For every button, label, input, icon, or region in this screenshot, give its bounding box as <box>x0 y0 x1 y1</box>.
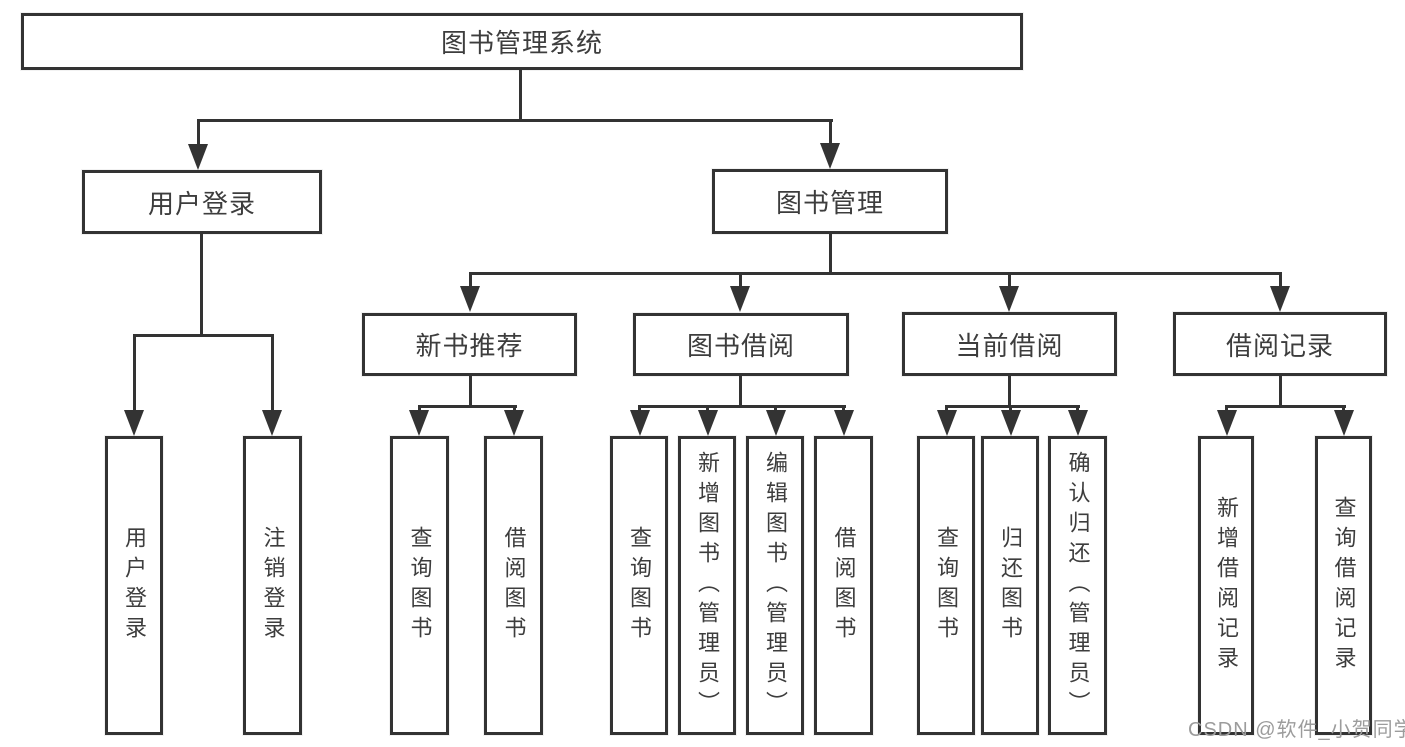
leaf-edit-books-admin: 编辑图书（管理员） <box>746 436 804 735</box>
arrowhead-down-icon <box>124 410 144 436</box>
arrowhead-down-icon <box>262 410 282 436</box>
connector-drop <box>706 405 709 413</box>
connector-drop <box>945 405 948 413</box>
node-book-borrowing: 图书借阅 <box>633 313 849 376</box>
connector-drop <box>1076 405 1079 413</box>
leaf-user-login: 用户登录 <box>105 436 163 735</box>
leaf-add-books-admin: 新增图书（管理员） <box>678 436 736 735</box>
connector-new-book-recommend-horizontal <box>418 405 517 408</box>
arrowhead-down-icon <box>1270 286 1290 312</box>
connector-user-login-horizontal <box>133 334 274 337</box>
arrowhead-down-icon <box>1068 410 1088 436</box>
node-borrow-records: 借阅记录 <box>1173 312 1387 376</box>
connector-to-borrow-records <box>1279 272 1282 288</box>
connector-root-horizontal <box>197 119 833 122</box>
watermark: CSDN @软件_小贺同学 <box>1188 719 1405 741</box>
connector-borrow-records-horizontal <box>1225 405 1346 408</box>
arrowhead-down-icon <box>766 410 786 436</box>
arrowhead-down-icon <box>504 410 524 436</box>
connector-to-current-borrowing <box>1008 272 1011 288</box>
connector-book-management-horizontal <box>469 272 1282 275</box>
connector-user-login-stem <box>200 233 203 337</box>
leaf-return-books: 归还图书 <box>981 436 1039 735</box>
arrowhead-down-icon <box>1217 410 1237 436</box>
connector-book-borrowing-horizontal <box>638 405 846 408</box>
connector-borrow-records-stem <box>1279 376 1282 408</box>
connector-drop <box>1342 405 1345 413</box>
connector-new-book-recommend-stem <box>469 376 472 408</box>
connector-book-management-stem <box>829 234 832 275</box>
arrowhead-down-icon <box>834 410 854 436</box>
connector-drop <box>638 405 641 413</box>
connector-user-login-drop-2 <box>271 334 274 412</box>
connector-drop <box>1225 405 1228 413</box>
arrowhead-down-icon <box>1334 410 1354 436</box>
leaf-borrow-query-books: 查询图书 <box>610 436 668 735</box>
arrowhead-down-icon <box>937 410 957 436</box>
connector-drop <box>513 405 516 413</box>
arrowhead-down-icon <box>188 144 208 170</box>
arrowhead-down-icon <box>630 410 650 436</box>
connector-current-borrowing-stem <box>1008 376 1011 408</box>
node-current-borrowing: 当前借阅 <box>902 312 1117 376</box>
leaf-borrow-books: 借阅图书 <box>814 436 873 735</box>
connector-user-login-drop-1 <box>133 334 136 412</box>
connector-to-new-book-recommend <box>469 272 472 288</box>
arrowhead-down-icon <box>698 410 718 436</box>
connector-book-borrowing-stem <box>739 376 742 408</box>
node-book-management: 图书管理 <box>712 169 948 234</box>
connector-drop <box>1009 405 1012 413</box>
connector-root-to-user-login <box>197 119 200 147</box>
leaf-confirm-return-admin: 确认归还（管理员） <box>1048 436 1107 735</box>
leaf-rec-query-books: 查询图书 <box>390 436 449 735</box>
node-root: 图书管理系统 <box>21 13 1023 70</box>
arrowhead-down-icon <box>409 410 429 436</box>
leaf-current-query-books: 查询图书 <box>917 436 975 735</box>
arrowhead-down-icon <box>460 286 480 312</box>
connector-current-borrowing-horizontal <box>945 405 1080 408</box>
node-new-book-recommend: 新书推荐 <box>362 313 577 376</box>
connector-drop <box>774 405 777 413</box>
leaf-query-borrow-record: 查询借阅记录 <box>1315 436 1372 735</box>
leaf-rec-borrow-books: 借阅图书 <box>484 436 543 735</box>
node-user-login: 用户登录 <box>82 170 322 234</box>
connector-to-book-borrowing <box>739 272 742 288</box>
connector-root-stem <box>519 69 522 122</box>
connector-root-to-book-management <box>829 119 832 147</box>
leaf-add-borrow-record: 新增借阅记录 <box>1198 436 1254 735</box>
arrowhead-down-icon <box>999 286 1019 312</box>
arrowhead-down-icon <box>730 286 750 312</box>
connector-drop <box>842 405 845 413</box>
arrowhead-down-icon <box>1001 410 1021 436</box>
connector-drop <box>418 405 421 413</box>
leaf-logout: 注销登录 <box>243 436 302 735</box>
arrowhead-down-icon <box>820 143 840 169</box>
